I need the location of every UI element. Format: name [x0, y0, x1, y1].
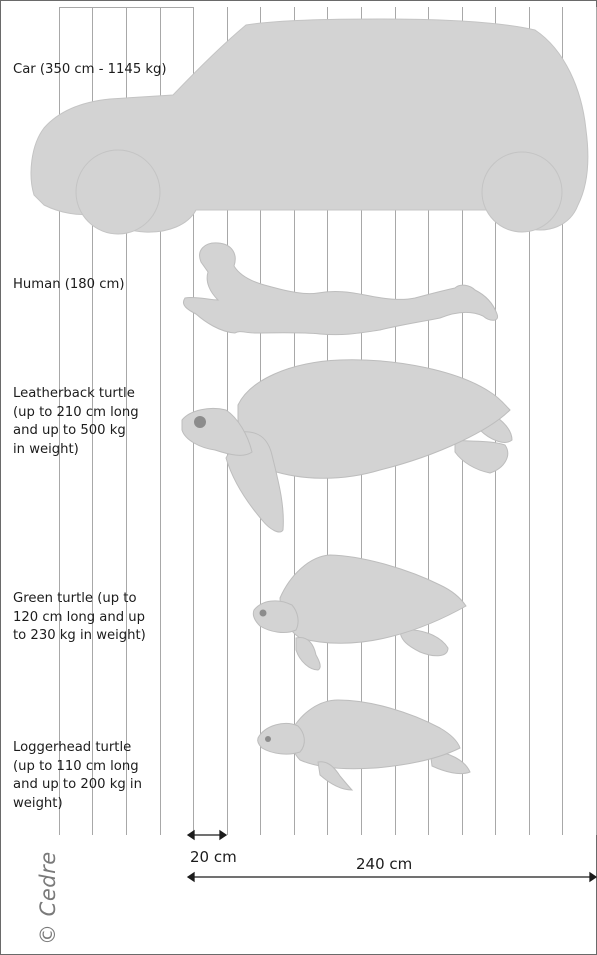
car-rear-wheel	[76, 150, 160, 234]
small-arrow-left-head	[188, 831, 194, 839]
large-arrow-right-head	[590, 873, 596, 881]
green-turtle-silhouette	[253, 555, 466, 670]
loggerhead-eye	[265, 736, 271, 742]
loggerhead-label-line: (up to 110 cm long	[13, 758, 142, 777]
green-turtle-label-line: to 230 kg in weight)	[13, 627, 146, 646]
small-arrow-right-head	[220, 831, 226, 839]
green-turtle-front-flipper	[296, 637, 320, 670]
green-turtle-rear-flipper	[400, 630, 448, 656]
green-turtle-shell	[280, 555, 466, 643]
copyright-credit: © Cedre	[36, 851, 60, 945]
large-scale-label: 240 cm	[356, 855, 412, 873]
leatherback-label-line: (up to 210 cm long	[13, 404, 139, 423]
leatherback-label-line: and up to 500 kg	[13, 422, 139, 441]
loggerhead-label-line: Loggerhead turtle	[13, 739, 142, 758]
loggerhead-label-line: weight)	[13, 795, 142, 814]
green-turtle-label-line: 120 cm long and up	[13, 609, 146, 628]
human-label: Human (180 cm)	[13, 276, 125, 295]
large-arrow-left-head	[188, 873, 194, 881]
leatherback-label-line: Leatherback turtle	[13, 385, 139, 404]
small-scale-label: 20 cm	[190, 848, 237, 866]
leatherback-label-line: in weight)	[13, 441, 139, 460]
loggerhead-label: Loggerhead turtle (up to 110 cm long and…	[13, 739, 142, 813]
loggerhead-label-line: and up to 200 kg in	[13, 776, 142, 795]
leatherback-eye	[194, 416, 206, 428]
car-front-wheel	[482, 152, 562, 232]
green-turtle-label: Green turtle (up to 120 cm long and up t…	[13, 590, 146, 646]
green-turtle-eye	[260, 610, 267, 617]
green-turtle-head	[253, 601, 298, 633]
green-turtle-label-line: Green turtle (up to	[13, 590, 146, 609]
loggerhead-head	[258, 723, 305, 754]
car-label: Car (350 cm - 1145 kg)	[13, 61, 167, 80]
loggerhead-silhouette	[258, 700, 470, 790]
car-silhouette	[31, 19, 588, 234]
human-body	[183, 243, 497, 335]
human-silhouette	[183, 243, 497, 335]
leatherback-label: Leatherback turtle (up to 210 cm long an…	[13, 385, 139, 459]
